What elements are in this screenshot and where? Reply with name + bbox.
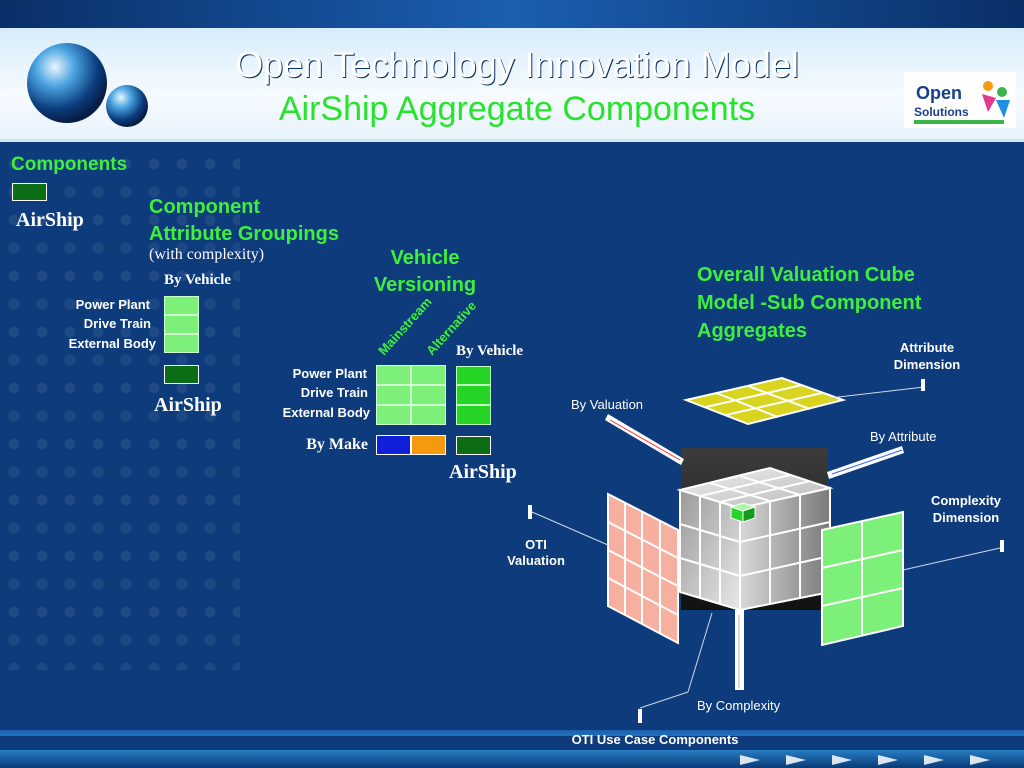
cube-heading-line1: Overall Valuation Cube — [697, 264, 915, 286]
vv-make-orange-swatch — [411, 435, 446, 455]
svg-text:Solutions: Solutions — [914, 105, 969, 119]
by-attribute-label: By Attribute — [870, 429, 937, 444]
by-complexity-label: By Complexity — [697, 698, 781, 713]
versioning-by-vehicle: By Vehicle — [456, 343, 524, 359]
vv-airship-swatch — [456, 436, 491, 455]
vv-alternative-power-plant — [411, 365, 446, 385]
svg-text:Open: Open — [916, 83, 962, 103]
header-band — [0, 28, 1024, 140]
cube-heading-line2: Model -Sub Component — [697, 292, 922, 314]
vv-airship-label: AirShip — [449, 461, 517, 483]
ag-airship-label: AirShip — [154, 394, 222, 416]
attribute-groupings-heading-line1: Component — [149, 196, 261, 218]
components-airship-swatch — [12, 183, 47, 201]
vv-mainstream-drive-train — [376, 385, 411, 405]
ag-row-label-drive-train: Drive Train — [83, 316, 151, 331]
attribute-groupings-heading-line2: Attribute Groupings — [149, 223, 339, 245]
vv-by-make-label: By Make — [306, 436, 368, 453]
valuation-panel — [607, 492, 679, 645]
ag-row-label-external-body: External Body — [68, 336, 156, 351]
attribute-groupings-by-vehicle: By Vehicle — [164, 272, 232, 288]
vv-alternative-external-body — [411, 405, 446, 425]
dot-pattern — [0, 150, 240, 670]
page-title: Open Technology Innovation Model — [235, 44, 799, 85]
ag-cell-drive-train — [164, 315, 199, 334]
oti-valuation-marker — [528, 505, 532, 519]
complexity-dimension-line1: Complexity — [930, 493, 1002, 508]
footer-caption: OTI Use Case Components — [571, 732, 739, 747]
footer-band — [0, 736, 1024, 750]
vv-make-blue-swatch — [376, 435, 411, 455]
ag-airship-swatch — [164, 365, 199, 384]
oti-use-case-marker — [638, 709, 642, 723]
cube-body — [676, 466, 834, 612]
vv-mainstream-external-body — [376, 405, 411, 425]
vv-row-label-power-plant: Power Plant — [292, 366, 367, 381]
ag-row-label-power-plant: Power Plant — [75, 297, 150, 312]
vehicle-versioning-heading-line2: Versioning — [373, 274, 477, 296]
attribute-panel — [682, 376, 847, 426]
ag-cell-power-plant — [164, 296, 199, 315]
by-valuation-label: By Valuation — [571, 397, 644, 412]
globe-orbs-icon — [27, 43, 148, 127]
open-solutions-logo: Open Solutions — [904, 72, 1016, 128]
vv-mainstream-power-plant — [376, 365, 411, 385]
versioning-column-labels: Mainstream Alternative — [375, 294, 479, 358]
page-subtitle: AirShip Aggregate Components — [278, 90, 756, 128]
complexity-dimension-line2: Dimension — [932, 510, 1000, 525]
components-heading: Components — [11, 154, 128, 175]
oti-valuation-line1: OTI — [525, 537, 547, 552]
vv-by-vehicle-drive-train — [456, 385, 491, 405]
cube-heading-line3: Aggregates — [697, 320, 808, 342]
valuation-cube-diagram — [528, 376, 1004, 723]
components-airship-label: AirShip — [16, 209, 84, 231]
attribute-dimension-line1: Attribute — [899, 340, 955, 355]
attribute-dimension-marker — [921, 379, 925, 391]
cube-highlight-icon — [729, 502, 757, 523]
ag-cell-external-body — [164, 334, 199, 353]
attribute-dimension-line2: Dimension — [893, 357, 961, 372]
vv-alternative-drive-train — [411, 385, 446, 405]
oti-valuation-line2: Valuation — [507, 553, 565, 568]
complexity-dimension-marker — [1000, 540, 1004, 552]
attribute-groupings-subheading: (with complexity) — [149, 246, 265, 263]
vv-row-label-drive-train: Drive Train — [300, 385, 368, 400]
footer-arrows — [740, 755, 990, 765]
complexity-panel — [821, 510, 904, 647]
vehicle-versioning-heading-line1: Vehicle — [390, 247, 460, 269]
header-divider — [0, 139, 1024, 142]
vv-by-vehicle-power-plant — [456, 366, 491, 385]
vv-row-label-external-body: External Body — [282, 405, 370, 420]
header-top-strip — [0, 0, 1024, 28]
vv-by-vehicle-external-body — [456, 405, 491, 425]
